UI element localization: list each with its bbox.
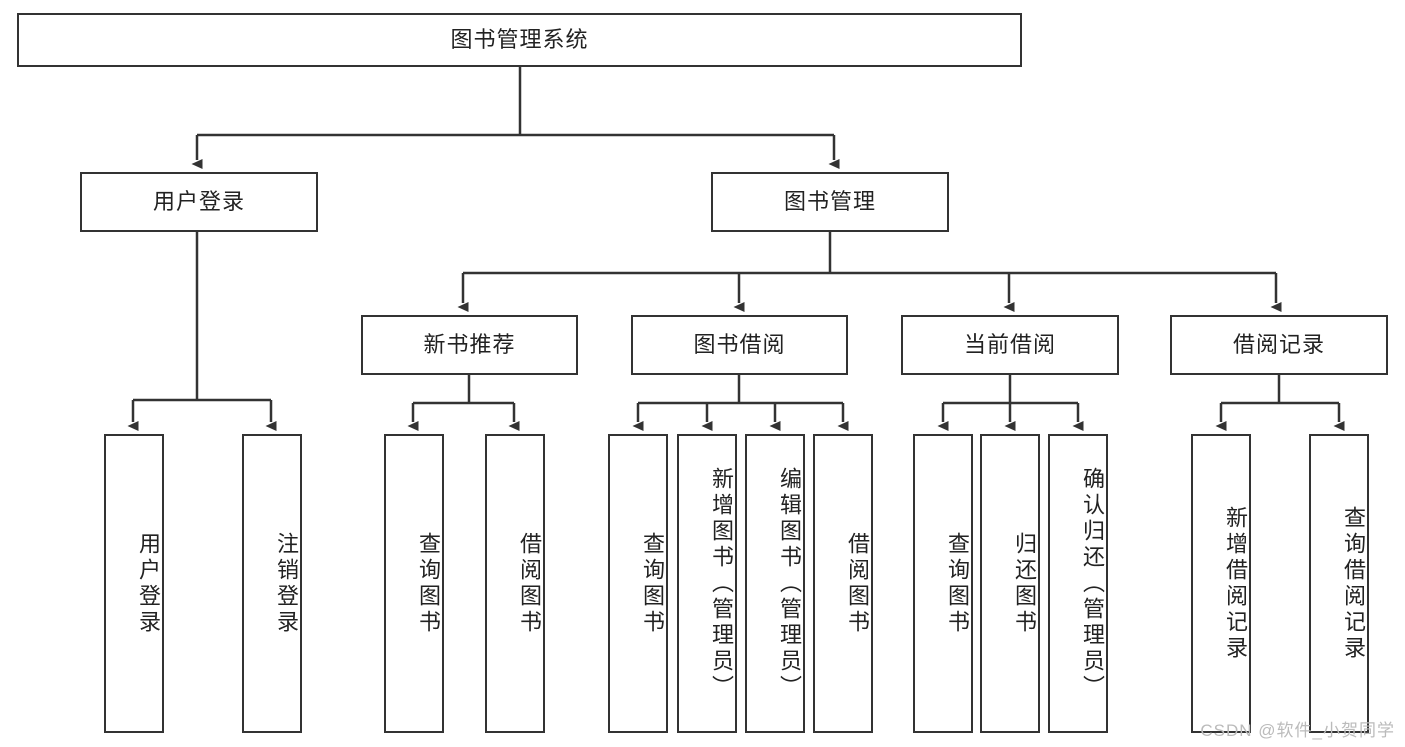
node-label: 用户登录 — [152, 188, 245, 214]
node-label: 图书管理 — [783, 188, 876, 214]
node-label: 新书推荐 — [423, 331, 516, 357]
node-borrow-record[interactable]: 借阅记录 — [1170, 315, 1388, 375]
node-label: 新增图书（管理员） — [709, 466, 734, 701]
csdn-watermark: CSDN @软件_小贺同学 — [1200, 721, 1395, 740]
leaf-borrow-record-add-record[interactable]: 新增借阅记录 — [1191, 434, 1251, 733]
node-label: 新增借阅记录 — [1223, 505, 1248, 662]
node-label: 当前借阅 — [963, 331, 1056, 357]
node-new-book-recommend[interactable]: 新书推荐 — [361, 315, 578, 375]
node-label: 查询图书 — [416, 531, 441, 636]
leaf-book-borrow-edit-book-admin[interactable]: 编辑图书（管理员） — [745, 434, 805, 733]
node-label: 用户登录 — [136, 531, 161, 636]
node-label: 确认归还（管理员） — [1080, 466, 1105, 701]
node-book-borrow[interactable]: 图书借阅 — [631, 315, 848, 375]
leaf-new-book-query-book[interactable]: 查询图书 — [384, 434, 444, 733]
leaf-book-borrow-query-book[interactable]: 查询图书 — [608, 434, 668, 733]
leaf-user-login-logout[interactable]: 注销登录 — [242, 434, 302, 733]
node-label: 注销登录 — [274, 531, 299, 636]
node-label: 归还图书 — [1012, 531, 1037, 636]
node-label: 查询借阅记录 — [1341, 505, 1366, 662]
leaf-current-borrow-query-book[interactable]: 查询图书 — [913, 434, 973, 733]
node-label: 借阅图书 — [845, 531, 870, 636]
node-label: 借阅记录 — [1232, 331, 1325, 357]
leaf-book-borrow-borrow-book[interactable]: 借阅图书 — [813, 434, 873, 733]
node-current-borrow[interactable]: 当前借阅 — [901, 315, 1119, 375]
leaf-book-borrow-add-book-admin[interactable]: 新增图书（管理员） — [677, 434, 737, 733]
node-label: 编辑图书（管理员） — [777, 466, 802, 701]
node-root-book-management-system[interactable]: 图书管理系统 — [17, 13, 1022, 67]
node-label: 查询图书 — [640, 531, 665, 636]
node-label: 借阅图书 — [517, 531, 542, 636]
leaf-current-borrow-return-book[interactable]: 归还图书 — [980, 434, 1040, 733]
node-user-login[interactable]: 用户登录 — [80, 172, 318, 232]
node-label: 图书借阅 — [693, 331, 786, 357]
node-book-management[interactable]: 图书管理 — [711, 172, 949, 232]
leaf-new-book-borrow-book[interactable]: 借阅图书 — [485, 434, 545, 733]
leaf-borrow-record-query-record[interactable]: 查询借阅记录 — [1309, 434, 1369, 733]
leaf-current-borrow-confirm-return-admin[interactable]: 确认归还（管理员） — [1048, 434, 1108, 733]
node-label: 图书管理系统 — [450, 26, 589, 52]
leaf-user-login-login[interactable]: 用户登录 — [104, 434, 164, 733]
node-label: 查询图书 — [945, 531, 970, 636]
